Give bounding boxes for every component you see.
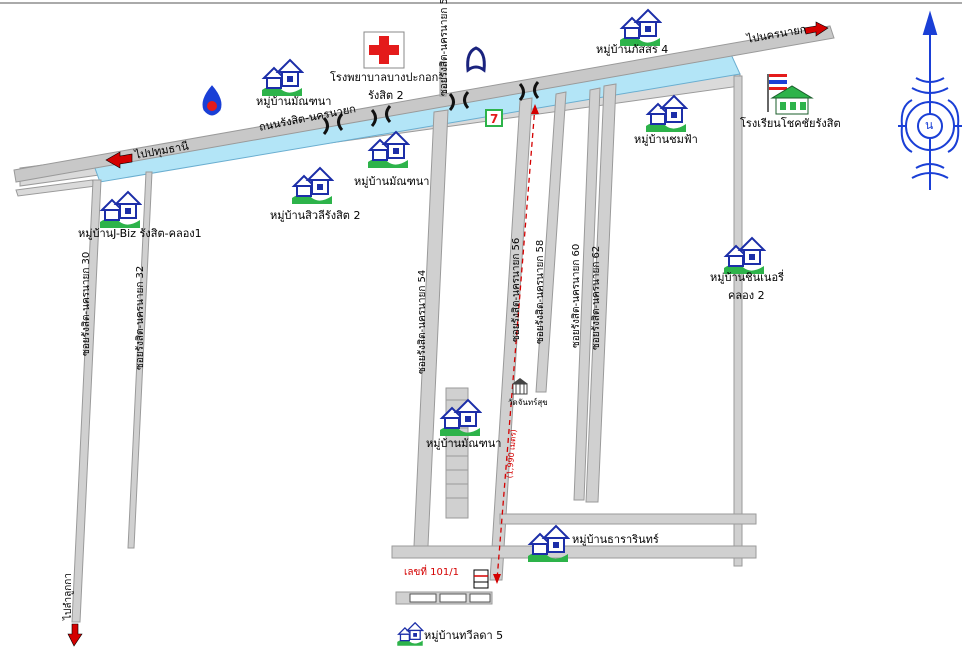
- bridge-3: [448, 91, 470, 111]
- arrow-to-pathum-thani: [105, 151, 133, 169]
- school-label: โรงเรียนโชคชัยรังสิต: [740, 117, 841, 130]
- village-house-icon: [99, 190, 142, 228]
- village-manthana-top-label: หมู่บ้านมัณฑนา: [256, 95, 332, 108]
- village-manthana-bottom-label: หมู่บ้านมัณฑนา: [426, 437, 502, 450]
- temple-label: วัดจันทร์สุข: [508, 398, 548, 407]
- soi-62-label: ซอยรังสิต-นครนายก 62: [591, 245, 602, 350]
- soi-55-road: [439, 61, 447, 97]
- village-jbiz-label: หมู่บ้านJ-Biz รังสิต-คลอง1: [78, 227, 202, 240]
- lot-number-label: เลขที่ 101/1: [404, 567, 459, 578]
- hospital-label-line1: โรงพยาบาลบางปะกอก-: [330, 71, 443, 84]
- village-chinnery-label-line1: หมู่บ้านชินเนอรี่: [710, 271, 784, 284]
- cross-road: [391, 545, 757, 559]
- soi-54-label: ซอยรังสิต-นครนายก 54: [417, 269, 428, 374]
- temple-icon: [512, 378, 528, 395]
- shrine-emblem-icon: [466, 46, 486, 73]
- soi-32-road: [127, 171, 153, 549]
- school-icon: [767, 74, 814, 115]
- bridge-2: [370, 105, 392, 127]
- soi-30-label: ซอยรังสิต-นครนายก 30: [81, 251, 92, 356]
- main-road: [13, 25, 835, 183]
- compass-icon: [898, 10, 962, 190]
- lot-strips: [409, 593, 491, 603]
- hospital-cross-icon: [363, 31, 405, 69]
- village-chomfa-label: หมู่บ้านชมฟ้า: [634, 133, 698, 146]
- arrow-to-nakhon-nayok: [803, 21, 829, 37]
- bridge-4: [518, 81, 540, 101]
- soi-58-label: ซอยรังสิต-นครนายก 58: [535, 239, 546, 344]
- soi-60-label: ซอยรังสิต-นครนายก 60: [571, 243, 582, 348]
- arrow-to-lam-luk-ka: [67, 623, 83, 647]
- village-tararin-label: หมู่บ้านธารารินทร์: [572, 533, 659, 546]
- gas-station-icon: [202, 85, 222, 116]
- to-lam-luk-ka-label: ไปลำลูกกา: [63, 573, 74, 620]
- soi-56-road: [489, 97, 533, 581]
- village-phatsorn-label: หมู่บ้านภัสสร 4: [596, 43, 669, 56]
- village-house-icon: [723, 236, 766, 274]
- village-house-icon: [261, 58, 304, 96]
- village-manthana-mid-label: หมู่บ้านมัณฑนา: [354, 175, 430, 188]
- village-chinnery-label-line2: คลอง 2: [728, 289, 765, 302]
- village-house-icon: [291, 166, 334, 204]
- village-house-icon: [527, 524, 570, 562]
- soi-58-road: [535, 91, 567, 393]
- village-house-icon: [397, 621, 424, 646]
- soi-32-label: ซอยรังสิต-นครนายก 32: [135, 265, 146, 370]
- village-house-icon: [619, 8, 662, 46]
- soi-60-road: [573, 87, 601, 501]
- compass-north-letter: น: [925, 118, 934, 132]
- upper-cross-road: [499, 513, 757, 525]
- hospital-label-line2: รังสิต 2: [368, 89, 404, 102]
- svg-text:7: 7: [490, 112, 498, 126]
- soi-62-road: [585, 83, 617, 503]
- bridge-1: [322, 113, 344, 135]
- village-house-icon: [645, 94, 688, 132]
- destination-marker-icon: [473, 569, 489, 589]
- village-house-icon: [367, 130, 410, 168]
- convenience-store-icon: 7: [485, 109, 503, 127]
- village-house-icon: [439, 398, 482, 436]
- route-arrow-up: [531, 104, 539, 114]
- soi-56-label: ซอยรังสิต-นครนายก 56: [511, 237, 522, 342]
- route-line: [496, 105, 536, 581]
- village-sewi-label: หมู่บ้านสิวลีรังสิต 2: [270, 209, 361, 222]
- route-arrow-down: [493, 574, 501, 584]
- soi-30-road: [71, 179, 102, 623]
- far-right-road: [733, 75, 743, 567]
- village-thawilda-label: หมู่บ้านทวีลดา 5: [424, 629, 504, 642]
